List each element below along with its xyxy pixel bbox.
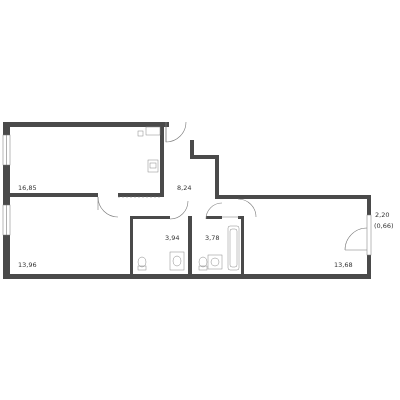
- label-hall: 8,24: [177, 184, 191, 192]
- label-balcony-reduced: (0,66): [374, 222, 394, 230]
- bathroom-fixtures: [137, 225, 240, 271]
- label-bedroom-left: 13,96: [18, 261, 37, 269]
- label-bathroom: 3,94: [165, 234, 179, 242]
- interior-walls: [3, 122, 244, 276]
- label-balcony-area: 2,20: [375, 211, 389, 219]
- kitchen-fixtures: [137, 126, 161, 173]
- label-toilet: 3,78: [205, 234, 219, 242]
- entry-door: [165, 121, 187, 143]
- room-labels: 16,85 8,24 3,94 3,78 13,96 13,68 2,20 (0…: [18, 184, 394, 269]
- interior-doors: [97, 196, 368, 251]
- label-living-room: 16,85: [18, 184, 37, 192]
- windows: [2, 134, 372, 256]
- exterior-walls: [3, 122, 371, 279]
- label-bedroom-right: 13,68: [334, 261, 353, 269]
